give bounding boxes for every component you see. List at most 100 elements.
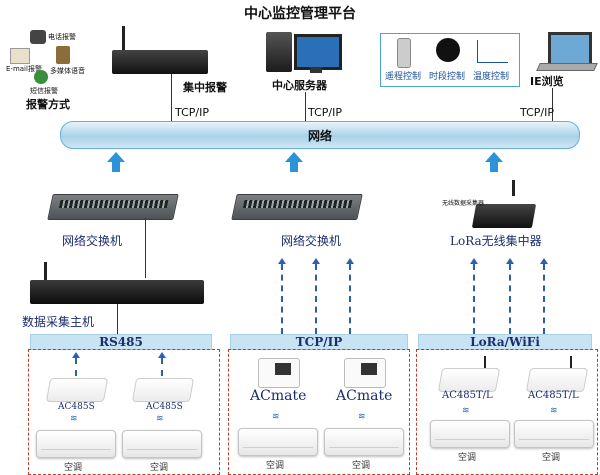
- acmate-device-2: [344, 358, 386, 388]
- uplink-arrow-right: [485, 152, 503, 172]
- ac-label-5: 空调: [458, 453, 477, 463]
- air-conditioner-3: [238, 428, 318, 456]
- server-tower-icon: [266, 32, 292, 72]
- remote-control-icon: [397, 38, 411, 68]
- ac485tl-antenna-1: [484, 356, 486, 370]
- alarm-link: [171, 74, 172, 122]
- air-conditioner-6: [514, 420, 594, 448]
- air-conditioner-4: [324, 428, 404, 456]
- alarm-protocol-label: TCP/IP: [175, 106, 209, 119]
- bus-bar-tcpip: TCP/IP: [230, 334, 408, 350]
- wifi-icon-s3a: ≋: [462, 406, 470, 416]
- lora-concentrator-label: LoRa无线集中器: [450, 234, 542, 248]
- page-title: 中心监控管理平台: [244, 6, 356, 22]
- dashed-arrow-r1: [470, 258, 478, 334]
- ac485s-label-2: AC485S: [146, 402, 183, 412]
- air-conditioner-1: [36, 430, 116, 458]
- wifi-icon-s2a: ≋: [272, 412, 280, 422]
- alarm-email-label: E-mail报警: [6, 65, 42, 73]
- switch-center-label: 网络交换机: [281, 234, 342, 248]
- ac485tl-antenna-2: [570, 356, 572, 370]
- alarm-device-label: 集中报警: [183, 81, 227, 94]
- laptop-base-icon: [536, 63, 598, 71]
- server-label: 中心服务器: [272, 79, 327, 92]
- wifi-icon-s1b: ≋: [156, 414, 164, 424]
- control-time-label: 时段控制: [429, 72, 466, 82]
- ac-label-3: 空调: [266, 461, 285, 471]
- server-protocol-label: TCP/IP: [308, 106, 342, 119]
- acmate-label-2: ACmate: [336, 388, 393, 404]
- control-remote-label: 遥程控制: [385, 72, 422, 82]
- network-backbone: 网络: [60, 121, 580, 149]
- phone-icon: [30, 30, 46, 44]
- switch-left-label: 网络交换机: [62, 234, 123, 248]
- wifi-icon-s3b: ≋: [550, 406, 558, 416]
- ac-label-1: 空调: [64, 463, 83, 473]
- dashed-arrow-c1: [278, 258, 286, 334]
- air-conditioner-5: [430, 420, 510, 448]
- bus-label-rs485: RS485: [99, 335, 143, 349]
- ac485tl-label-2: AC485T/L: [528, 390, 579, 401]
- email-icon: [10, 48, 30, 64]
- temperature-chart-icon: [477, 40, 508, 63]
- wifi-icon-s1a: ≋: [70, 414, 78, 424]
- lora-sub-label: 无线数据采集器: [442, 200, 485, 207]
- alarm-speaker-label: 多媒体语音: [50, 67, 85, 75]
- network-switch-center: [231, 194, 363, 220]
- clock-icon: [436, 38, 460, 62]
- uplink-arrow-center: [285, 152, 303, 172]
- acmate-screen-1: [275, 363, 291, 375]
- collector-label: 数据采集主机: [22, 315, 95, 329]
- ac-label-4: 空调: [352, 461, 371, 471]
- ie-link: [552, 88, 553, 122]
- dashed-arrow-c3: [346, 258, 354, 334]
- speaker-icon: [56, 46, 70, 64]
- acmate-screen-2: [361, 363, 377, 375]
- laptop-screen-icon: [548, 32, 592, 66]
- ac485tl-device-2: [525, 368, 589, 392]
- lora-antenna-icon: [512, 180, 515, 196]
- bus-bar-lora: LoRa/WiFi: [418, 334, 592, 350]
- acmate-label-1: ACmate: [250, 388, 307, 404]
- alarm-phone-label: 电话报警: [48, 33, 76, 41]
- bus-label-lora: LoRa/WiFi: [470, 335, 540, 349]
- bus-bar-rs485: RS485: [30, 334, 212, 350]
- data-collector: [30, 280, 204, 304]
- network-switch-left: [47, 194, 179, 220]
- ac485s-label-1: AC485S: [58, 402, 95, 412]
- server-link: [305, 92, 306, 122]
- ie-label: IE浏览: [530, 75, 564, 88]
- alarm-device-antenna: [122, 26, 125, 52]
- server-monitor-stand: [310, 67, 322, 73]
- air-conditioner-2: [122, 430, 202, 458]
- ac-label-2: 空调: [150, 463, 169, 473]
- bus-label-tcpip: TCP/IP: [295, 335, 343, 349]
- wifi-icon-s2b: ≋: [358, 412, 366, 422]
- dashed-arrow-r2: [506, 258, 514, 334]
- dashed-arrow-c2: [312, 258, 320, 334]
- ac-label-6: 空调: [542, 453, 561, 463]
- controls-box: 遥程控制 时段控制 温度控制: [380, 33, 520, 87]
- acmate-device-1: [258, 358, 300, 388]
- alarm-heading: 报警方式: [26, 98, 70, 111]
- ac485s-device-2: [131, 378, 195, 402]
- dashed-arrow-s1a: [72, 352, 80, 376]
- ac485s-device-1: [45, 378, 109, 402]
- network-label: 网络: [307, 129, 332, 143]
- collector-link: [117, 304, 118, 338]
- lora-concentrator: [471, 204, 537, 228]
- alarm-sms-label: 短信报警: [30, 87, 58, 95]
- sms-icon: [34, 70, 48, 84]
- dashed-arrow-s1b: [158, 352, 166, 376]
- ac485tl-label-1: AC485T/L: [442, 390, 493, 401]
- uplink-arrow-left: [107, 152, 125, 172]
- dashed-arrow-r3: [540, 258, 548, 334]
- alarm-methods-cluster: 电话报警 E-mail报警 多媒体语音 短信报警 报警方式: [4, 26, 88, 114]
- control-temp-label: 温度控制: [473, 72, 510, 82]
- collector-antenna-icon: [44, 262, 47, 284]
- ac485tl-device-1: [437, 368, 501, 392]
- ie-protocol-label: TCP/IP: [520, 106, 554, 119]
- switch-left-link: [145, 218, 146, 278]
- alarm-device: [112, 50, 208, 74]
- server-monitor-icon: [294, 34, 342, 70]
